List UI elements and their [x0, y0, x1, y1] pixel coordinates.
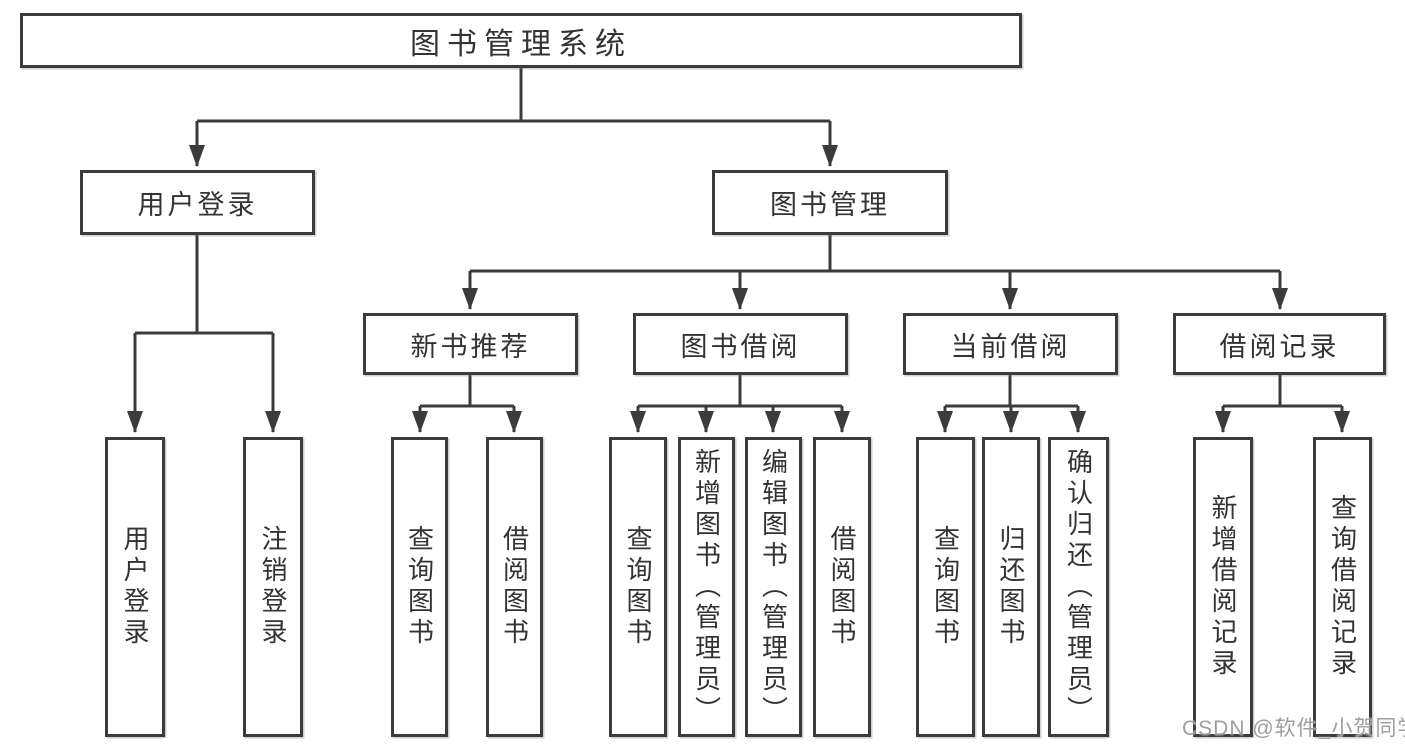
leaf-confirm-return-admin: 确认归还（管理员）: [1048, 437, 1109, 737]
wire-book-borrow-to-leaves: [630, 375, 850, 433]
leaf-newbooks-borrow-books: 借阅图书: [486, 437, 543, 737]
wire-borrow-records-to-leaves: [1215, 375, 1350, 433]
wire-user-login-to-leaves: [127, 235, 281, 433]
wire-current-borrow-to-leaves: [937, 375, 1086, 433]
leaf-borrow-books: 借阅图书: [813, 437, 871, 737]
node-root: 图书管理系统: [20, 13, 1022, 68]
leaf-edit-books-admin: 编辑图书（管理员）: [745, 437, 802, 737]
leaf-current-query-books: 查询图书: [916, 437, 975, 737]
node-current-borrow: 当前借阅: [903, 313, 1118, 375]
leaf-borrow-query-books: 查询图书: [609, 437, 667, 737]
node-borrow-records: 借阅记录: [1173, 313, 1386, 375]
watermark-text: CSDN @软件_小贺同学: [1182, 717, 1405, 740]
leaf-user-login: 用户登录: [105, 437, 165, 737]
wire-new-books-to-leaves: [412, 375, 522, 433]
leaf-newbooks-query-books: 查询图书: [391, 437, 448, 737]
leaf-return-books: 归还图书: [982, 437, 1040, 737]
node-new-books: 新书推荐: [363, 313, 578, 375]
wire-root-to-level2: [189, 68, 838, 167]
node-user-login: 用户登录: [80, 170, 315, 235]
leaf-query-borrow-record: 查询借阅记录: [1313, 437, 1372, 737]
node-book-borrow: 图书借阅: [633, 313, 848, 375]
wire-book-management-to-level3: [462, 235, 1288, 310]
leaf-add-borrow-record: 新增借阅记录: [1193, 437, 1253, 737]
node-book-management: 图书管理: [712, 170, 948, 235]
leaf-add-books-admin: 新增图书（管理员）: [678, 437, 735, 737]
leaf-logout: 注销登录: [243, 437, 303, 737]
